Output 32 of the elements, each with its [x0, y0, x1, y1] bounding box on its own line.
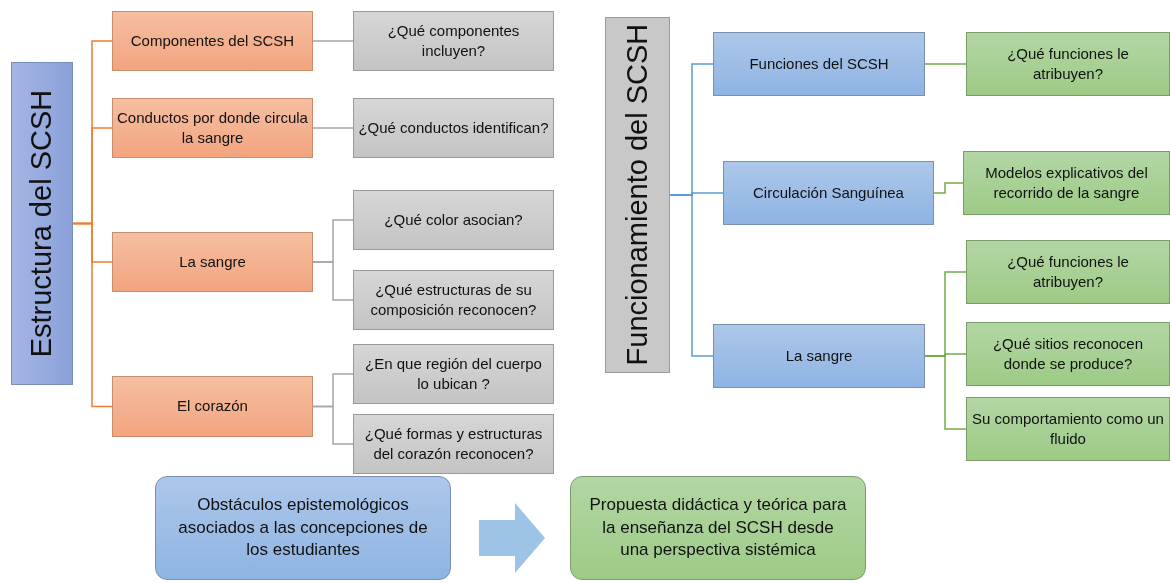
rounded-box: Obstáculos epistemológicos asociados a las concepciones de los estudiantes — [155, 476, 451, 580]
connector-line — [312, 405, 354, 445]
process-box: ¿Qué color asocian? — [353, 190, 554, 250]
connector-line — [312, 127, 354, 129]
process-box: ¿En que región del cuerpo lo ubican ? — [353, 344, 554, 404]
heading-box: Estructura del SCSH — [11, 62, 73, 385]
connector-line — [669, 194, 714, 357]
connector-line — [933, 182, 964, 194]
process-box: El corazón — [112, 376, 313, 437]
heading-box: Funcionamiento del SCSH — [605, 17, 670, 373]
process-box: ¿Qué conductos identifican? — [353, 98, 554, 158]
connector-line — [924, 355, 967, 430]
block-arrow — [479, 503, 545, 573]
process-box: ¿Qué funciones le atribuyen? — [966, 32, 1170, 96]
process-box: La sangre — [112, 232, 313, 292]
rounded-box: Propuesta didáctica y teórica para la enseñanza del SCSH desde una perspectiva sistémica — [570, 476, 866, 580]
process-box: Circulación Sanguínea — [723, 161, 934, 225]
process-box: Modelos explicativos del recorrido de la sangre — [963, 151, 1170, 215]
connector-line — [924, 63, 967, 65]
process-box: La sangre — [713, 324, 925, 388]
process-box: Funciones del SCSH — [713, 32, 925, 96]
process-box: ¿Qué formas y estructuras del corazón reconocen? — [353, 414, 554, 474]
process-box: Componentes del SCSH — [112, 11, 313, 71]
process-box: ¿Qué componentes incluyen? — [353, 11, 554, 71]
connector-line — [72, 222, 113, 408]
process-box: ¿Qué funciones le atribuyen? — [966, 240, 1170, 304]
process-box: Conductos por donde circula la sangre — [112, 98, 313, 158]
connector-line — [312, 40, 354, 42]
connector-line — [312, 261, 354, 301]
process-box: ¿Qué estructuras de su composición reconocen? — [353, 270, 554, 330]
process-box: ¿Qué sitios reconocen donde se produce? — [966, 322, 1170, 386]
process-box: Su comportamiento como un fluido — [966, 397, 1170, 461]
